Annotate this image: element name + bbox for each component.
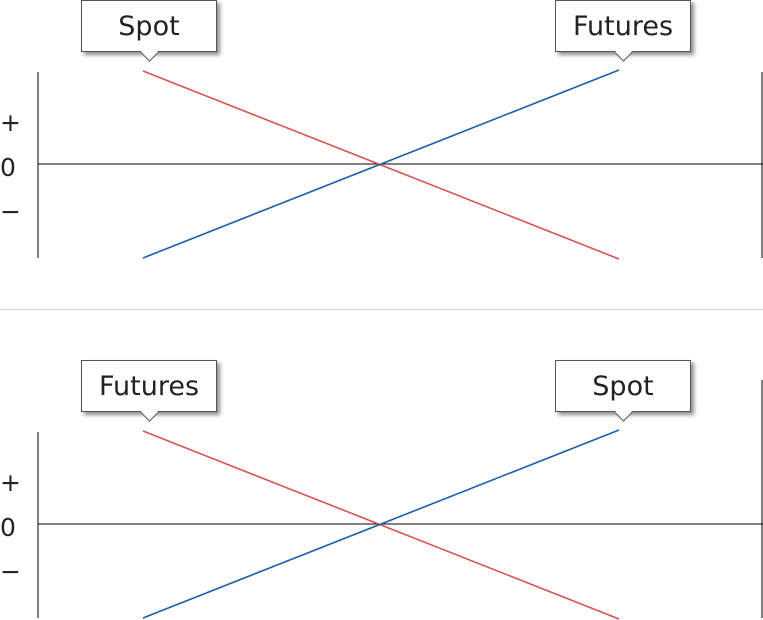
right-callout: Spot [555,360,691,422]
minus-sign: − [0,557,21,586]
panel-separator [0,309,763,310]
right-callout-label: Spot [592,370,654,402]
left-callout: Spot [81,0,217,62]
zero-label: 0 [0,153,16,182]
bottom-panel: Futures Spot + 0 − [0,360,763,620]
plus-sign: + [0,108,21,137]
top-panel: Spot Futures + 0 − [0,0,763,260]
minus-sign: − [0,197,21,226]
right-callout-label: Futures [572,10,674,42]
blue-ascending-line [142,69,620,259]
right-callout: Futures [555,0,691,62]
bottom-chart [37,380,763,620]
left-callout-label: Futures [98,370,200,402]
zero-label: 0 [0,513,16,542]
blue-ascending-line [142,429,620,619]
plus-sign: + [0,468,21,497]
red-descending-line [142,70,620,260]
left-callout-label: Spot [118,10,180,42]
top-chart [37,69,763,260]
red-descending-line [142,430,620,620]
left-callout: Futures [81,360,217,422]
